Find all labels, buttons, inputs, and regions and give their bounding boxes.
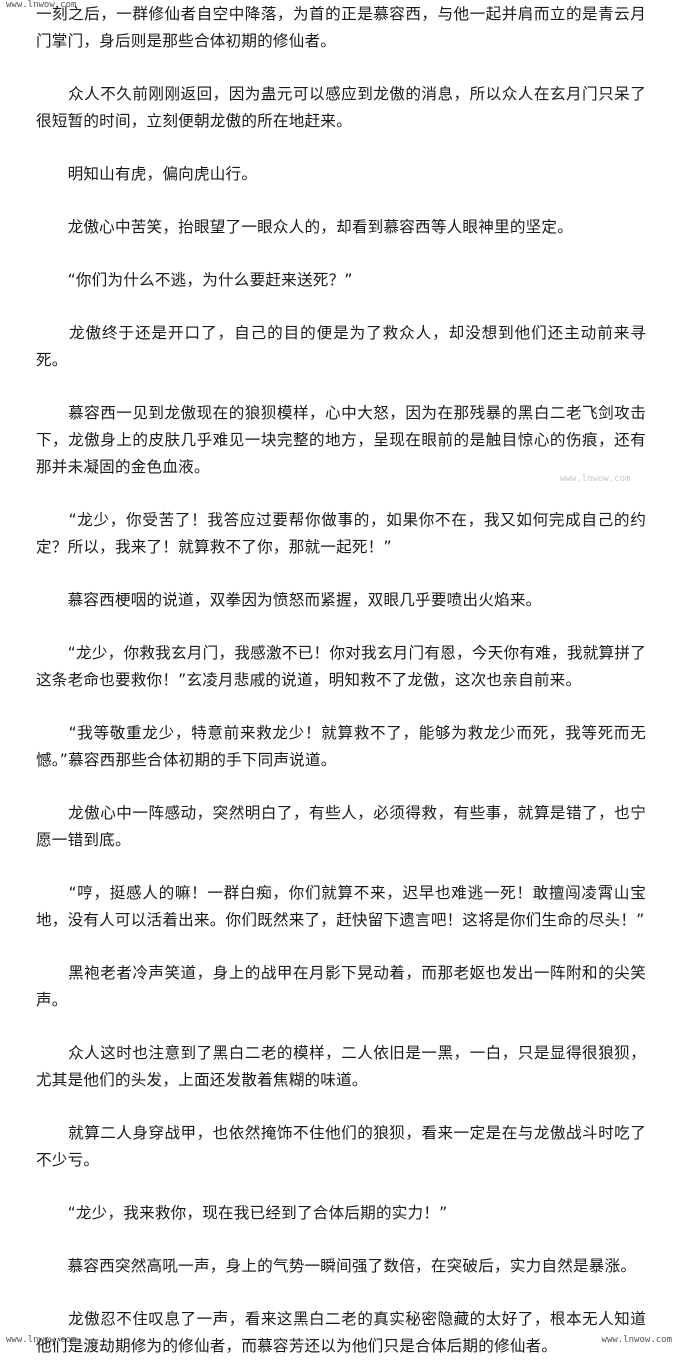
paragraph: 黑袍老者冷声笑道，身上的战甲在月影下晃动着，而那老妪也发出一阵附和的尖笑声。 bbox=[36, 964, 646, 1009]
watermark-bottom-right: www.lnwow.com bbox=[601, 1335, 672, 1345]
paragraph: 众人不久前刚刚返回，因为蛊元可以感应到龙傲的消息，所以众人在玄月门只呆了很短暂的… bbox=[36, 85, 646, 130]
paragraph: 一刻之后，一群修仙者自空中降落，为首的正是慕容西，与他一起并肩而立的是青云月门掌… bbox=[36, 5, 646, 50]
paragraph: 龙傲心中苦笑，抬眼望了一眼众人的，却看到慕容西等人眼神里的坚定。 bbox=[36, 218, 573, 236]
watermark-bottom-left: www.lnwow.com bbox=[6, 1335, 77, 1345]
watermark-faint: www.lnwow.com bbox=[560, 474, 631, 484]
paragraph: 龙傲终于还是开口了，自己的目的便是为了救众人，却没想到他们还主动前来寻死。 bbox=[36, 324, 646, 369]
paragraph: “龙少，你受苦了！我答应过要帮你做事的，如果你不在，我又如何完成自己的约定？所以… bbox=[36, 511, 646, 556]
paragraph: 慕容西梗咽的说道，双拳因为愤怒而紧握，双眼几乎要喷出火焰来。 bbox=[36, 591, 542, 609]
paragraph: “我等敬重龙少，特意前来救龙少！就算救不了，能够为救龙少而死，我等死而无憾。”慕… bbox=[36, 724, 646, 769]
paragraph: 慕容西一见到龙傲现在的狼狈模样，心中大怒，因为在那残暴的黑白二老飞剑攻击下，龙傲… bbox=[36, 404, 646, 476]
paragraph: “哼，挺感人的嘛！一群白痴，你们就算不来，迟早也难逃一死！敢擅闯凌霄山宝地，没有… bbox=[36, 884, 646, 929]
watermark-top-left: www.lnwow.com bbox=[6, 0, 77, 10]
paragraph: “龙少，我来救你，现在我已经到了合体后期的实力！” bbox=[36, 1204, 448, 1222]
paragraph: 众人这时也注意到了黑白二老的模样，二人依旧是一黑，一白，只是显得很狼狈，尤其是他… bbox=[36, 1044, 646, 1089]
paragraph: “龙少，你救我玄月门，我感激不已！你对我玄月门有恩，今天你有难，我就算拼了这条老… bbox=[36, 644, 646, 689]
paragraph: 龙傲忍不住叹息了一声，看来这黑白二老的真实秘密隐藏的太好了，根本无人知道他们是渡… bbox=[36, 1310, 646, 1355]
paragraph: 明知山有虎，偏向虎山行。 bbox=[36, 165, 258, 183]
article-body: 一刻之后，一群修仙者自空中降落，为首的正是慕容西，与他一起并肩而立的是青云月门掌… bbox=[36, 0, 646, 1360]
paragraph: 慕容西突然高吼一声，身上的气势一瞬间强了数倍，在突破后，实力自然是暴涨。 bbox=[36, 1257, 637, 1275]
paragraph: 就算二人身穿战甲，也依然掩饰不住他们的狼狈，看来一定是在与龙傲战斗时吃了不少亏。 bbox=[36, 1124, 646, 1169]
paragraph: 龙傲心中一阵感动，突然明白了，有些人，必须得救，有些事，就算是错了，也宁愿一错到… bbox=[36, 804, 646, 849]
paragraph: “你们为什么不逃，为什么要赶来送死？” bbox=[36, 271, 353, 289]
